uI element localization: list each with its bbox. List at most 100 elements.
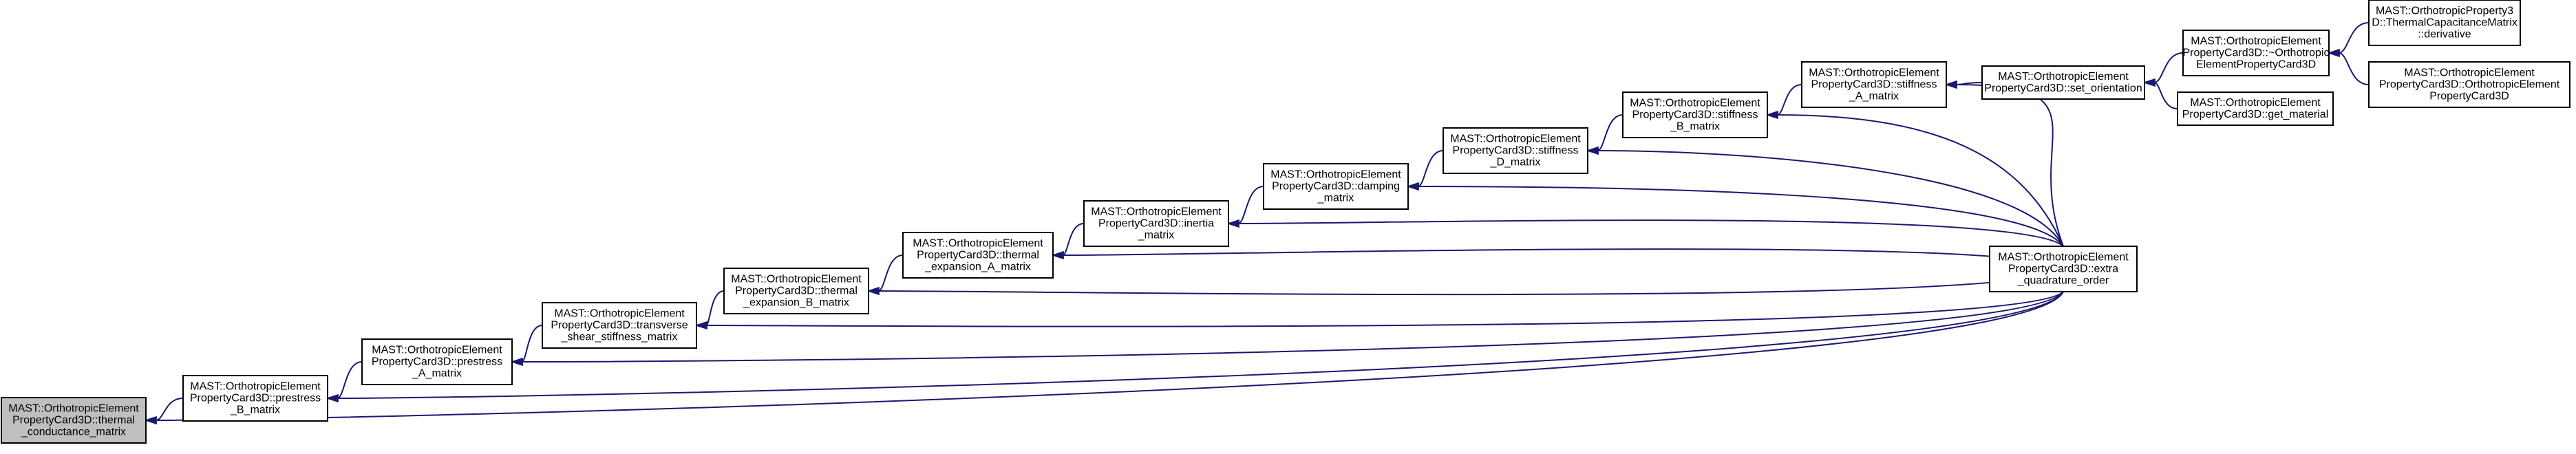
- edge-constructor-to-destructor: [2327, 48, 2370, 85]
- node-label-line: PropertyCard3D::stiffness: [1632, 109, 1758, 121]
- edge-line: [877, 268, 2064, 296]
- node-label-line: PropertyCard3D::stiffness: [1453, 145, 1579, 157]
- node-box: [1443, 127, 1588, 174]
- node-prestress_A_matrix[interactable]: MAST::OrthotropicElementPropertyCard3D::…: [361, 338, 513, 385]
- node-thermal_expansion_A_matrix[interactable]: MAST::OrthotropicElementPropertyCard3D::…: [902, 232, 1054, 279]
- edge-line: [705, 291, 2064, 327]
- node-label-line: PropertyCard3D::prestress: [190, 393, 321, 404]
- node-box: [361, 338, 513, 385]
- node-box: [1622, 91, 1768, 138]
- node-label-line: _expansion_B_matrix: [743, 297, 849, 309]
- node-stiffness_B_matrix[interactable]: MAST::OrthotropicElementPropertyCard3D::…: [1622, 91, 1768, 138]
- node-box: [723, 268, 869, 314]
- node-box: [1, 397, 147, 444]
- edge-extra_quadrature_order-to-inertia_matrix: [1226, 219, 2064, 247]
- node-label-line: MAST::OrthotropicElement: [2190, 97, 2321, 109]
- arrowhead-icon: [866, 286, 880, 296]
- node-label-line: PropertyCard3D::thermal: [12, 415, 135, 426]
- edge-thermal_expansion_B_matrix-to-transverse_shear_stiffness_matrix: [694, 290, 725, 330]
- edge-line: [705, 290, 725, 326]
- node-label-line: PropertyCard3D::~Orthotropic: [2183, 47, 2330, 59]
- node-box: [1263, 163, 1409, 210]
- node-prestress_B_matrix[interactable]: MAST::OrthotropicElementPropertyCard3D::…: [182, 375, 328, 422]
- node-inertia_matrix[interactable]: MAST::OrthotropicElementPropertyCard3D::…: [1083, 200, 1229, 247]
- node-transverse_shear_stiffness_matrix[interactable]: MAST::OrthotropicElementPropertyCard3D::…: [542, 302, 697, 349]
- node-destructor[interactable]: MAST::OrthotropicElementPropertyCard3D::…: [2182, 30, 2330, 76]
- edge-line: [337, 291, 2064, 399]
- node-label-line: MAST::OrthotropicElement: [190, 381, 321, 393]
- node-box: [1989, 246, 2138, 292]
- node-label-line: MAST::OrthotropicElement: [1998, 252, 2129, 263]
- edge-line: [1597, 114, 1624, 151]
- edge-stiffness_D_matrix-to-damping_matrix: [1406, 150, 1444, 191]
- edge-line: [337, 361, 363, 399]
- node-label-line: _A_matrix: [1849, 91, 1899, 102]
- arrowhead-icon: [1406, 182, 1419, 191]
- node-label-line: PropertyCard3D::set_orientation: [1984, 83, 2142, 94]
- node-set_orientation[interactable]: MAST::OrthotropicElementPropertyCard3D::…: [1981, 65, 2145, 100]
- node-label-line: MAST::OrthotropicElement: [2404, 67, 2535, 79]
- node-label-line: PropertyCard3D::prestress: [372, 356, 502, 368]
- edge-damping_matrix-to-inertia_matrix: [1226, 186, 1264, 228]
- edge-line: [521, 325, 543, 363]
- arrowhead-icon: [1586, 146, 1599, 155]
- node-label-line: _D_matrix: [1490, 157, 1541, 169]
- node-constructor[interactable]: MAST::OrthotropicElementPropertyCard3D::…: [2368, 61, 2570, 108]
- node-label-line: _shear_stiffness_matrix: [561, 332, 678, 343]
- node-label-line: MAST::OrthotropicElement: [1450, 133, 1581, 145]
- node-stiffness_A_matrix[interactable]: MAST::OrthotropicElementPropertyCard3D::…: [1801, 61, 1947, 108]
- node-damping_matrix[interactable]: MAST::OrthotropicElementPropertyCard3D::…: [1263, 163, 1409, 210]
- node-label-line: _B_matrix: [230, 404, 280, 416]
- node-get_material[interactable]: MAST::OrthotropicElementPropertyCard3D::…: [2177, 91, 2334, 126]
- node-label-line: MAST::OrthotropicElement: [913, 238, 1043, 250]
- node-label-line: _quadrature_order: [2017, 275, 2109, 287]
- node-label-line: D::ThermalCapacitanceMatrix: [2372, 17, 2518, 29]
- node-box: [542, 302, 697, 349]
- edge-line: [1417, 186, 2064, 247]
- node-label-line: MAST::OrthotropicElement: [1630, 98, 1760, 109]
- node-label-line: ElementPropertyCard3D: [2196, 59, 2316, 71]
- edge-get_material-to-set_orientation: [2142, 78, 2178, 109]
- node-box: [902, 232, 1054, 279]
- node-stiffness_D_matrix[interactable]: MAST::OrthotropicElementPropertyCard3D::…: [1443, 127, 1588, 174]
- edge-prestress_A_matrix-to-prestress_B_matrix: [326, 361, 363, 403]
- arrowhead-icon: [1944, 80, 1957, 89]
- edge-line: [2338, 52, 2370, 85]
- edge-line: [1776, 114, 2064, 247]
- node-capacitance_derivative[interactable]: MAST::OrthotropicProperty3D::ThermalCapa…: [2368, 0, 2521, 46]
- node-label-line: PropertyCard3D::extra: [2008, 263, 2118, 275]
- node-box: [2177, 91, 2334, 126]
- node-label-line: _conductance_matrix: [21, 426, 126, 438]
- edge-extra_quadrature_order-to-stiffness_D_matrix: [1586, 146, 2064, 247]
- node-label-line: _A_matrix: [412, 368, 462, 380]
- edge-transverse_shear_stiffness_matrix-to-prestress_A_matrix: [510, 325, 543, 367]
- node-label-line: PropertyCard3D::damping: [1272, 181, 1400, 193]
- arrowhead-icon: [510, 357, 523, 367]
- edge-line: [2338, 22, 2370, 54]
- node-label-line: MAST::OrthotropicElement: [1270, 169, 1401, 181]
- edge-line: [521, 291, 2064, 363]
- node-thermal_expansion_B_matrix[interactable]: MAST::OrthotropicElementPropertyCard3D::…: [723, 268, 869, 314]
- node-label-line: MAST::OrthotropicElement: [1998, 71, 2129, 83]
- node-label-line: _B_matrix: [1670, 121, 1720, 133]
- nodes-layer: MAST::OrthotropicElementPropertyCard3D::…: [1, 0, 2570, 444]
- edge-line: [1597, 150, 2064, 247]
- node-box: [1083, 200, 1229, 247]
- node-label-line: MAST::OrthotropicElement: [554, 308, 685, 320]
- node-label-line: MAST::OrthotropicElement: [372, 345, 502, 356]
- edge-line: [1237, 186, 1264, 224]
- node-box: [2368, 0, 2521, 46]
- arrowhead-icon: [2142, 78, 2155, 87]
- edge-line: [2153, 82, 2178, 109]
- node-label-line: MAST::OrthotropicElement: [8, 403, 139, 415]
- edge-extra_quadrature_order-to-stiffness_A_matrix: [1944, 80, 2064, 247]
- node-label-line: PropertyCard3D::thermal: [917, 250, 1039, 261]
- node-thermal_conductance_matrix: MAST::OrthotropicElementPropertyCard3D::…: [1, 397, 147, 444]
- node-label-line: PropertyCard3D::thermal: [735, 285, 858, 297]
- node-box: [2368, 61, 2570, 108]
- edges-layer: [144, 22, 2370, 425]
- node-label-line: ::derivative: [2418, 29, 2471, 41]
- node-extra_quadrature_order[interactable]: MAST::OrthotropicElementPropertyCard3D::…: [1989, 246, 2138, 292]
- node-label-line: _expansion_A_matrix: [924, 261, 1031, 273]
